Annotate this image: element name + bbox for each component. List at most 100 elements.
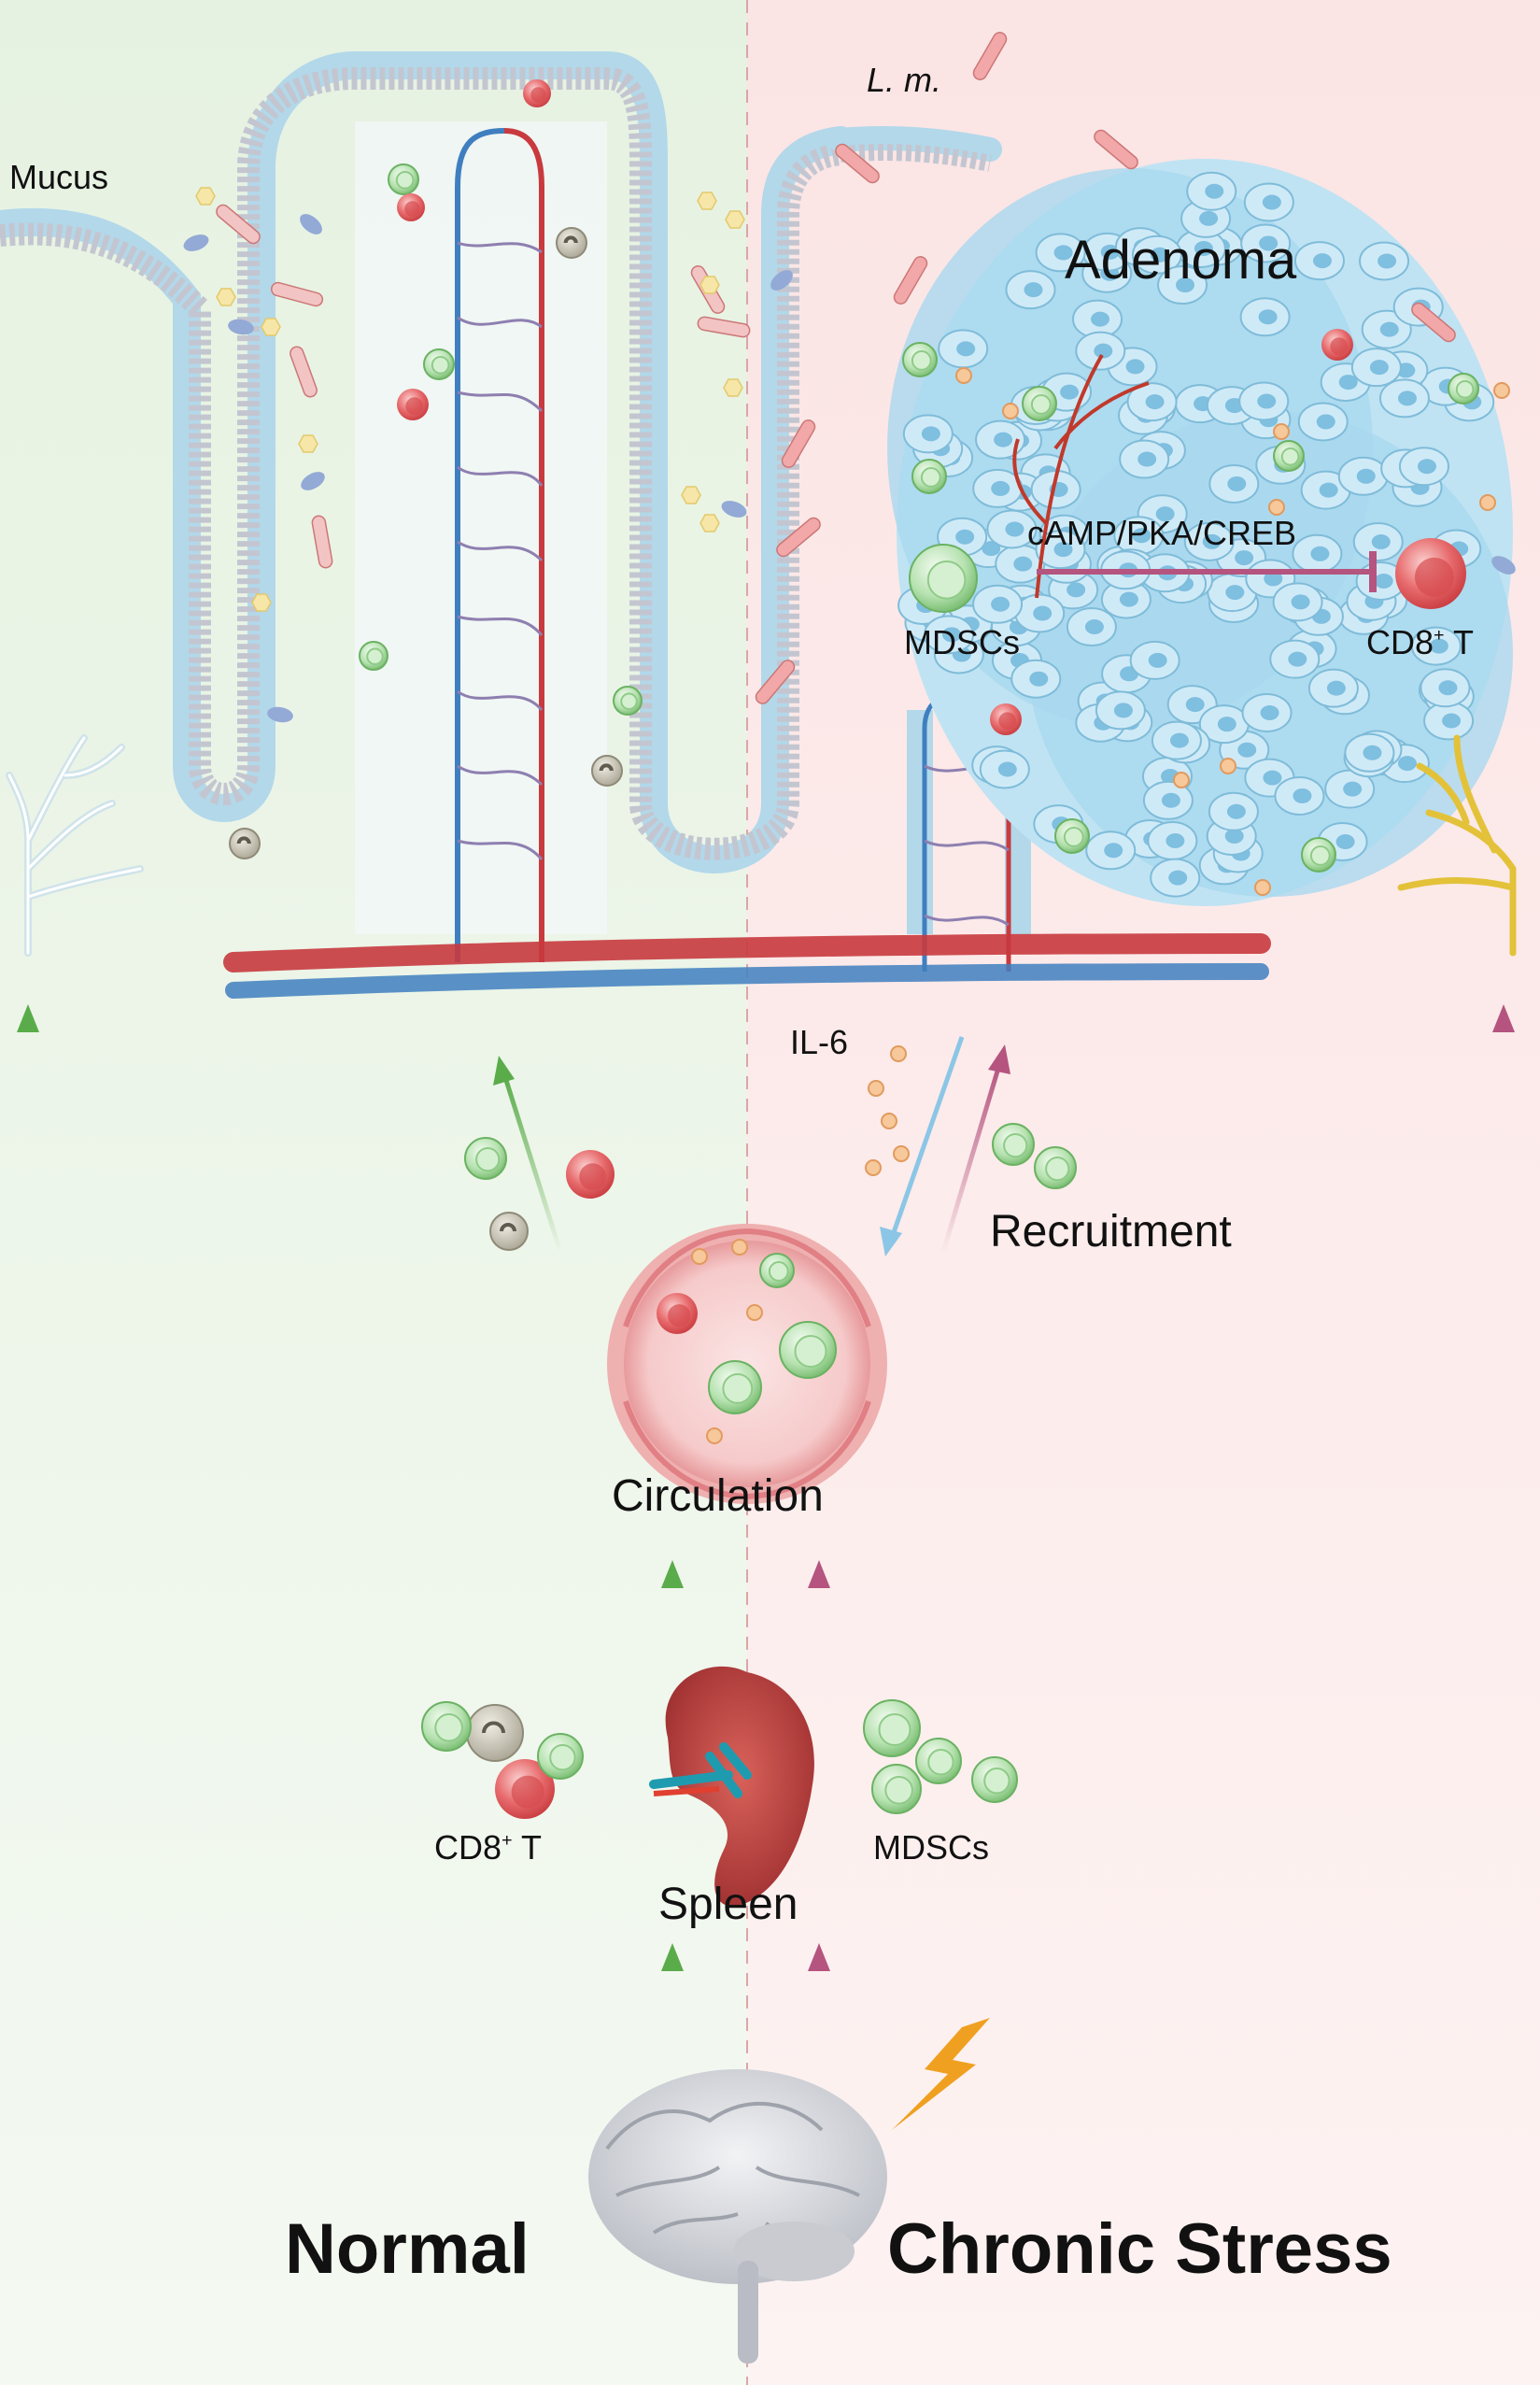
il6-cytokine	[890, 1045, 907, 1062]
commensal-bacteria	[770, 270, 793, 291]
tumor-cell	[1337, 456, 1389, 496]
il6-cytokine	[1493, 382, 1510, 399]
il6-cytokine	[868, 1080, 884, 1097]
tumor-cell	[1420, 668, 1471, 708]
mdsc-cell	[909, 544, 978, 613]
cd8-t-cell	[1395, 538, 1466, 609]
metabolite	[298, 434, 318, 453]
tumor-cell	[1297, 402, 1349, 442]
cd8-t-cell	[657, 1293, 698, 1334]
bacteria-icon	[893, 256, 928, 305]
bacteria-label: L. m.	[867, 61, 942, 99]
metabolite	[723, 378, 743, 397]
il6-cytokine	[893, 1145, 910, 1162]
tumor-cell	[1072, 299, 1123, 339]
commensal-bacteria	[183, 234, 209, 251]
myeloid-cell	[229, 828, 261, 859]
tumor-cell	[1378, 378, 1430, 419]
tumor-cell	[1129, 640, 1180, 680]
brain-to-spleen-arrow-normal	[661, 1943, 684, 2065]
recruitment-label: Recruitment	[990, 1207, 1232, 1256]
tumor-cell	[1131, 234, 1182, 275]
metabolite	[195, 187, 216, 206]
tumor-cell	[1272, 582, 1323, 622]
tumor-cell	[1035, 233, 1086, 273]
mdsc-cell	[1273, 440, 1305, 472]
bacteria-icon	[835, 143, 880, 184]
blood-vessel-icon	[223, 933, 1271, 999]
mdsc-cell	[759, 1253, 795, 1288]
tumor-cell	[1014, 593, 1066, 633]
bacteria-icon	[290, 346, 318, 398]
cd8-spleen-label: CD8+ T	[434, 1828, 542, 1867]
tumor-cell	[1292, 533, 1343, 574]
il6-cytokine	[881, 1113, 897, 1129]
metabolite	[725, 210, 745, 229]
mdsc-cell	[423, 348, 455, 380]
il6-cytokine	[865, 1159, 882, 1176]
tumor-cell	[986, 509, 1038, 549]
metabolite	[681, 486, 701, 504]
tumor-cell	[1207, 573, 1258, 613]
spleen-to-circulation-arrow-normal	[661, 1560, 684, 1682]
tumor-cell	[972, 584, 1024, 624]
il6-cytokine	[731, 1239, 748, 1256]
mdsc-cell	[911, 459, 947, 494]
bacteria-icon	[755, 660, 796, 704]
tumor-cell	[1126, 382, 1178, 422]
cd8-t-cell	[990, 703, 1022, 735]
normal-panel-title: Normal	[285, 2209, 530, 2289]
mdsc-cell	[1022, 386, 1057, 421]
il6-cytokine	[1273, 423, 1290, 440]
tumor-cell	[1238, 381, 1290, 421]
tumor-cell	[1085, 830, 1137, 871]
tumor-cell	[1183, 521, 1235, 561]
mdsc-cell	[1034, 1146, 1077, 1189]
il6-cytokine	[1479, 494, 1496, 511]
mucus-label: Mucus	[9, 158, 109, 196]
tumor-cell	[1066, 607, 1117, 647]
tumor-cell	[1243, 182, 1294, 222]
cd8-tumor-label: CD8+ T	[1366, 623, 1474, 661]
mdsc-cell	[1301, 837, 1336, 873]
metabolite	[216, 288, 236, 306]
bacteria-icon	[776, 517, 821, 558]
myeloid-cell	[466, 1704, 524, 1762]
il6-cytokine	[746, 1304, 763, 1321]
mdsc-cell	[902, 342, 938, 377]
tumor-cell	[1186, 171, 1237, 211]
tumor-cell	[1274, 775, 1325, 816]
tumor-cell	[1142, 780, 1194, 820]
pathway-label: cAMP/PKA/CREB	[1027, 514, 1297, 552]
stress-panel-title: Chronic Stress	[887, 2209, 1392, 2289]
tumor-cell	[1208, 791, 1259, 831]
mdscs-spleen-label: MDSCs	[873, 1828, 989, 1867]
metabolite	[697, 192, 717, 210]
commensal-bacteria	[1491, 556, 1516, 575]
mdsc-cell	[537, 1733, 584, 1780]
adenoma-label: Adenoma	[1065, 230, 1297, 291]
circulation-label: Circulation	[612, 1471, 824, 1521]
mdsc-cell	[915, 1738, 962, 1784]
tumor-cell	[1293, 241, 1345, 281]
mdsc-cell	[613, 686, 643, 716]
mdsc-cell	[779, 1321, 837, 1379]
brain-to-spleen-arrow-stress	[808, 1943, 830, 2065]
tumor-cell	[1157, 265, 1208, 305]
recruitment-arrow	[940, 1044, 1010, 1253]
mdsc-cell	[464, 1137, 507, 1180]
bacteria	[183, 32, 1516, 723]
commensal-bacteria	[267, 706, 293, 723]
tumor-cell	[1035, 530, 1086, 570]
capillary-network-normal	[455, 128, 544, 962]
tumor-cell	[1119, 439, 1170, 479]
cd8-t-cell	[1321, 329, 1353, 361]
il6-cytokine	[1268, 499, 1285, 516]
myeloid-cell	[591, 755, 623, 787]
tumor-cell	[1352, 522, 1404, 562]
tumor-cell	[975, 419, 1026, 460]
cd8-t-cell	[397, 389, 429, 420]
tumor-cell	[1398, 447, 1449, 487]
circulation-to-gut-arrow-normal	[493, 1056, 563, 1253]
